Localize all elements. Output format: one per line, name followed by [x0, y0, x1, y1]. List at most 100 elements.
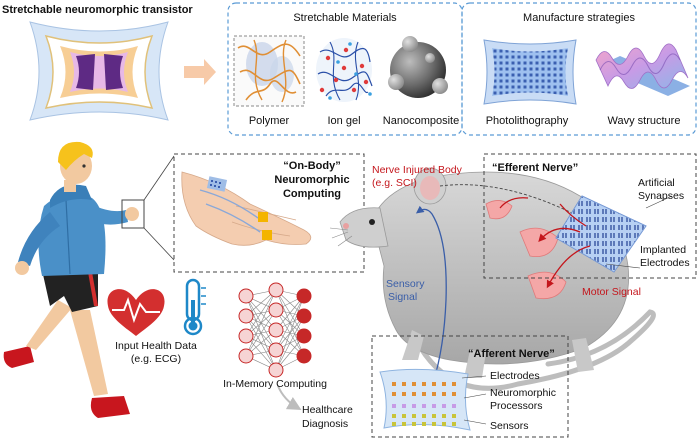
- nn-neuron: [268, 362, 284, 378]
- sensor-dot: [392, 404, 396, 408]
- nn-neuron: [296, 308, 312, 324]
- afferent-box: [371, 335, 569, 438]
- wrist-highlight: [121, 199, 145, 229]
- nn-neuron: [268, 342, 284, 358]
- artificial-synapses-line2: Synapses: [638, 190, 685, 202]
- stretchable-transistor-graphic: [29, 21, 169, 121]
- hand-illustration: [181, 171, 312, 246]
- sensor-dot: [452, 422, 456, 426]
- transistor-title: Stretchable neuromorphic transistor: [2, 4, 193, 16]
- wavy-structure-label: Wavy structure: [607, 115, 681, 127]
- implanted-electrodes-line1: Implanted: [640, 244, 687, 256]
- strategies-title: Manufacture strategies: [523, 12, 635, 24]
- artificial-synapses-line1: Artificial: [638, 177, 675, 189]
- afferent-title: “Afferent Nerve”: [468, 348, 555, 360]
- sensor-dot: [452, 404, 456, 408]
- sensor-dot: [432, 422, 436, 426]
- sensor-dot: [442, 392, 446, 396]
- ion-gel-graphic: [316, 38, 373, 102]
- sensor-dot: [442, 404, 446, 408]
- ion-gel-label: Ion gel: [327, 115, 361, 127]
- sensor-dot: [412, 392, 416, 396]
- polymer-label: Polymer: [248, 115, 290, 127]
- sensor-dot: [422, 382, 426, 386]
- sensor-dot: [422, 404, 426, 408]
- input-health-data-line2: (e.g. ECG): [130, 353, 182, 365]
- sensory-signal-line2: Signal: [388, 291, 418, 303]
- motor-signal-label: Motor Signal: [582, 286, 641, 298]
- sensor-dot: [422, 422, 426, 426]
- onbody-title-line3: Computing: [282, 188, 342, 200]
- sensor-dot: [392, 422, 396, 426]
- sensor-dot: [452, 382, 456, 386]
- sensor-dot: [402, 422, 406, 426]
- nn-connection: [245, 309, 277, 357]
- nn-neuron: [238, 288, 254, 304]
- sensor-dot: [412, 422, 416, 426]
- sensor-dot: [422, 392, 426, 396]
- flow-arrow: [184, 59, 216, 85]
- sensor-dot: [412, 414, 416, 418]
- sensor-dot: [402, 404, 406, 408]
- diagnosis-arrow: [277, 385, 302, 410]
- sensor-dot: [392, 414, 396, 418]
- healthcare-line2: Diagnosis: [302, 418, 349, 430]
- neural-network-graphic: [238, 282, 312, 378]
- sensor-dot: [412, 382, 416, 386]
- sensor-dot: [432, 404, 436, 408]
- nn-neuron: [238, 348, 254, 364]
- sensor-dot: [442, 414, 446, 418]
- sensor-dot: [422, 414, 426, 418]
- strategies-box: [461, 2, 697, 136]
- efferent-title: “Efferent Nerve”: [492, 162, 579, 174]
- photolithography-label: Photolithography: [485, 115, 569, 127]
- onbody-title-line1: “On-Body”: [283, 160, 341, 172]
- nn-connection: [275, 295, 305, 371]
- nn-neuron: [238, 328, 254, 344]
- in-memory-label: In-Memory Computing: [223, 378, 327, 390]
- afferent-sensor-patch: [379, 368, 487, 431]
- nn-connection: [275, 295, 305, 351]
- afferent-neuromorphic-label: Neuromorphic: [490, 387, 556, 399]
- sensor-dot: [432, 392, 436, 396]
- afferent-sensors-label: Sensors: [490, 420, 529, 432]
- nn-neuron: [268, 302, 284, 318]
- runner-illustration: [3, 141, 139, 418]
- implanted-electrodes-line2: Electrodes: [640, 257, 690, 269]
- nn-connection: [245, 289, 277, 337]
- nn-neuron: [268, 322, 284, 338]
- sensor-dot: [442, 382, 446, 386]
- nn-connection: [275, 315, 305, 371]
- nanocomposite-label: Nanocomposite: [382, 115, 460, 127]
- nn-connection: [245, 289, 277, 357]
- nn-neuron: [296, 288, 312, 304]
- sensor-dot: [402, 382, 406, 386]
- sensory-nerve: [415, 205, 447, 387]
- nn-neuron: [296, 348, 312, 364]
- sensor-dot: [432, 414, 436, 418]
- sensor-dot: [452, 414, 456, 418]
- sensor-dot: [402, 414, 406, 418]
- wavy-structure-graphic: [595, 43, 690, 96]
- motor-nerve: [499, 197, 591, 289]
- nanocomposite-graphic: [388, 36, 448, 98]
- sensor-dot: [442, 422, 446, 426]
- sensor-dot: [402, 392, 406, 396]
- sensory-signal-line1: Sensory: [386, 278, 425, 290]
- artificial-synapse-array: [555, 195, 673, 273]
- heart-icon: [107, 289, 165, 336]
- materials-title: Stretchable Materials: [293, 12, 397, 24]
- sensor-dot: [392, 382, 396, 386]
- nerve-injured-line2: (e.g. SCI): [372, 177, 417, 189]
- sensor-dot: [412, 404, 416, 408]
- efferent-box: [483, 153, 697, 279]
- nn-neuron: [296, 328, 312, 344]
- thermometer-icon: [183, 278, 206, 336]
- afferent-processors-label: Processors: [490, 400, 543, 412]
- sensor-dot: [432, 382, 436, 386]
- healthcare-line1: Healthcare: [302, 404, 353, 416]
- polymer-graphic: [233, 35, 305, 107]
- photolithography-graphic: [483, 39, 577, 105]
